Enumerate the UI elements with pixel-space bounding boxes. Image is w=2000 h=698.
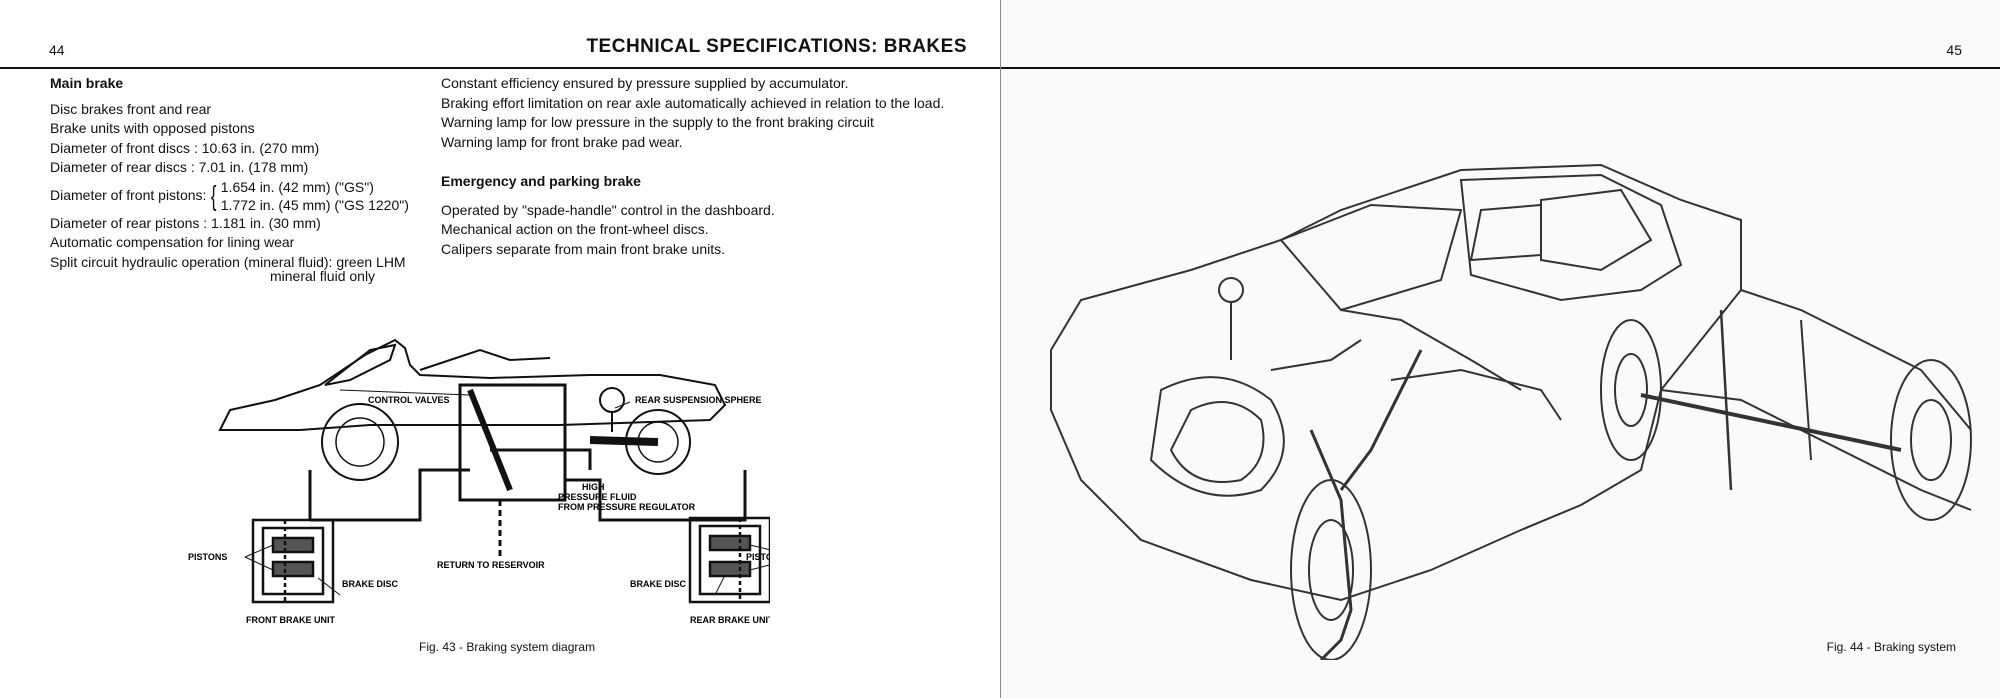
spec-line: Diameter of rear pistons : 1.181 in. (30…	[50, 214, 321, 231]
label-return-to-reservoir: RETURN TO RESERVOIR	[437, 560, 545, 570]
label-rear-suspension-sphere: REAR SUSPENSION SPHERE	[635, 395, 762, 405]
label-rear-brake-unit: REAR BRAKE UNIT	[690, 615, 770, 625]
spec-line: Split circuit hydraulic operation (miner…	[50, 253, 406, 270]
figure-44-caption: Fig. 44 - Braking system	[1826, 640, 1956, 654]
spec-line: Braking effort limitation on rear axle a…	[441, 94, 945, 111]
car-outline-drawing	[218, 338, 747, 560]
page-number-left: 44	[49, 42, 65, 58]
spec-line-continuation: mineral fluid only	[270, 268, 376, 284]
label-control-valves: CONTROL VALVES	[368, 395, 450, 405]
rear-brake-unit-drawing	[688, 516, 770, 604]
front-pistons-spec: Diameter of front pistons: { 1.654 in. (…	[50, 178, 440, 214]
emergency-brake-heading: Emergency and parking brake	[441, 173, 641, 189]
left-page: 44 TECHNICAL SPECIFICATIONS: BRAKES Main…	[49, 36, 991, 654]
right-column-text: Constant efficiency ensured by pressure …	[441, 74, 991, 259]
book-spine	[1000, 0, 1001, 698]
main-brake-section: Main brake Disc brakes front and rear Br…	[50, 74, 440, 287]
main-brake-heading: Main brake	[50, 75, 124, 91]
spec-line: Constant efficiency ensured by pressure …	[441, 75, 849, 91]
header-rule-right	[1001, 67, 2000, 69]
front-pistons-label: Diameter of front pistons:	[50, 186, 207, 203]
page-number-right: 45	[1946, 42, 1962, 58]
braking-system-diagram: CONTROL VALVES REAR SUSPENSION SPHERE HI…	[188, 338, 770, 625]
spec-line: Automatic compensation for lining wear	[50, 234, 295, 250]
label-brake-disc-left: BRAKE DISC	[342, 579, 399, 589]
label-pistons-right: PISTONS	[746, 552, 770, 562]
spec-line: Warning lamp for front brake pad wear.	[441, 133, 683, 150]
header-rule-left	[0, 67, 1000, 69]
spec-line: Diameter of front discs : 10.63 in. (270…	[50, 139, 320, 156]
spec-line: Mechanical action on the front-wheel dis…	[441, 221, 709, 237]
front-piston-value: 1.772 in. (45 mm) ("GS 1220")	[220, 196, 409, 213]
right-page: 45 Fi	[1001, 0, 2000, 698]
brace-glyph: {	[211, 179, 217, 211]
label-front-brake-unit: FRONT BRAKE UNIT	[246, 615, 335, 625]
spec-line: Disc brakes front and rear	[50, 100, 212, 117]
spec-line: Calipers separate from main front brake …	[441, 240, 726, 257]
leader-lines	[244, 389, 770, 596]
car-cutaway-drawing	[1050, 163, 1972, 660]
label-high: HIGH	[582, 482, 605, 492]
spec-line: Diameter of rear discs : 7.01 in. (178 m…	[50, 159, 309, 175]
front-piston-value: 1.654 in. (42 mm) ("GS")	[220, 178, 374, 195]
label-brake-disc-right: BRAKE DISC	[630, 579, 687, 589]
front-brake-unit-drawing	[251, 518, 335, 604]
spec-line: Operated by "spade-handle" control in th…	[441, 201, 775, 218]
braking-system-illustration	[1050, 163, 1972, 660]
spec-line: Warning lamp for low pressure in the sup…	[441, 114, 874, 130]
spec-line: Brake units with opposed pistons	[50, 120, 255, 136]
label-pressure-fluid: PRESSURE FLUID	[558, 492, 637, 502]
figure-43-caption: Fig. 43 - Braking system diagram	[419, 640, 596, 654]
label-from-pressure-regulator: FROM PRESSURE REGULATOR	[558, 502, 696, 512]
page-header: TECHNICAL SPECIFICATIONS: BRAKES	[586, 36, 967, 57]
label-pistons-left: PISTONS	[188, 552, 227, 562]
